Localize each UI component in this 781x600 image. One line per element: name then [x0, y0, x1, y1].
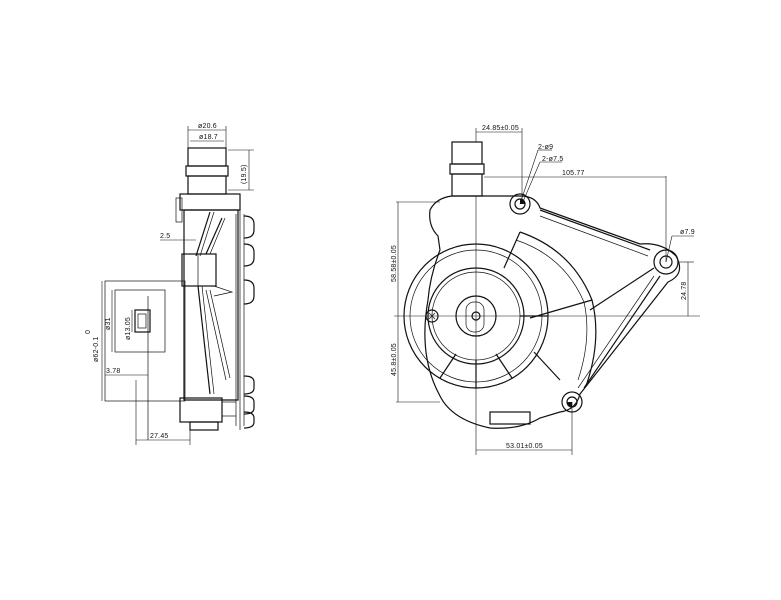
side-view: ø20.6 ø18.7 (19.5) 2.5 ø62-0.1 0 ø31 ø13… — [85, 123, 255, 445]
body-bottom — [179, 397, 223, 423]
dim-right-hole: ø7.9 — [680, 229, 695, 236]
dim-right-offset: 24.78 — [681, 281, 688, 300]
dim-lower-height: 45.8±0.05 — [391, 343, 398, 376]
front-nozzle-top — [451, 141, 483, 165]
dim-boss-dia: ø31 — [105, 317, 112, 330]
clamp-block — [181, 253, 217, 287]
body-main — [183, 209, 239, 401]
dim-inner-dia: ø18.7 — [199, 134, 218, 141]
pin-profile — [134, 309, 151, 333]
dim-outer-dia: ø20.6 — [198, 123, 217, 130]
housing — [424, 195, 681, 429]
lug-top — [509, 193, 531, 215]
front-view: 24.85±0.05 2-ø9 2-ø7.5 105.77 ø7.9 24.78… — [391, 125, 700, 455]
dim-bottom-span: 53.01±0.05 — [506, 443, 543, 450]
dim-upper-height: 58.58±0.05 — [391, 245, 398, 282]
dim-span: 105.77 — [562, 170, 585, 177]
nozzle-ring — [185, 165, 229, 177]
flange-outline — [104, 280, 186, 402]
dim-wall: 2.5 — [160, 233, 170, 240]
dim-depth: 27.45 — [150, 433, 169, 440]
nozzle-top — [187, 147, 227, 167]
dim-flange-dia: ø62-0.1 — [93, 336, 100, 362]
svg-text:0: 0 — [85, 330, 92, 334]
dim-nozzle-offset: 24.85±0.05 — [482, 125, 519, 132]
body-top — [179, 193, 241, 211]
dim-pin-dia: ø13.05 — [125, 317, 132, 340]
dim-holes-b: 2-ø7.5 — [542, 156, 563, 163]
nozzle-base — [187, 175, 227, 195]
dim-nozzle-height: (19.5) — [241, 165, 248, 185]
dim-holes-a: 2-ø9 — [538, 144, 553, 151]
dim-offset: 3.78 — [106, 368, 120, 375]
